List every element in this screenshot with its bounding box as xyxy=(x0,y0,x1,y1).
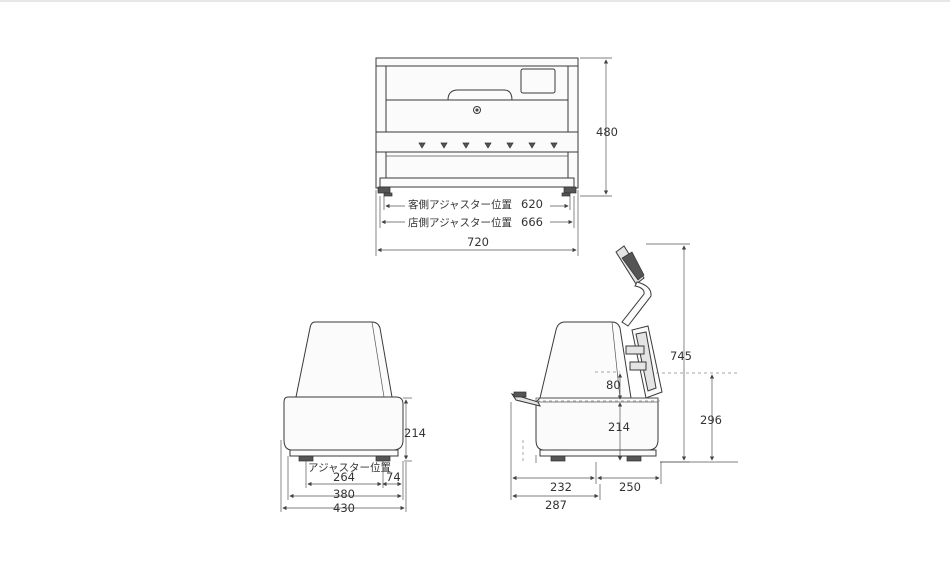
label-adjuster: アジャスター位置 xyxy=(308,461,391,474)
right-body xyxy=(535,397,659,451)
label-customer-adjuster: 客側アジャスター位置 xyxy=(408,198,512,211)
dim-front-width: 720 xyxy=(467,235,489,249)
vent-strip xyxy=(375,131,579,153)
display-arm xyxy=(621,281,652,327)
base-plate xyxy=(379,177,575,188)
dim-right-base-rear: 250 xyxy=(619,480,641,494)
dim-side-height: 214 xyxy=(404,426,426,440)
front-right-foot xyxy=(563,186,577,194)
dim-base-width: 380 xyxy=(333,487,355,501)
dim-right-body-height: 214 xyxy=(608,420,630,434)
label-store-adjuster: 店側アジャスター位置 xyxy=(408,216,512,229)
front-view: 480 客側アジャスター位置 620 店側アジャスター位置 666 720 xyxy=(375,57,618,256)
dim-total-depth: 430 xyxy=(333,501,355,515)
dim-right-offset: 80 xyxy=(606,378,621,392)
lock-icon xyxy=(473,106,481,114)
side-view: 214 アジャスター位置 264 74 380 430 xyxy=(280,321,426,515)
display-screen xyxy=(520,68,556,94)
handle xyxy=(447,89,513,101)
dim-right-total-depth: 287 xyxy=(545,498,567,512)
right-front-foot xyxy=(550,455,566,462)
left-post xyxy=(375,57,387,189)
right-rear-foot xyxy=(626,455,642,462)
right-view: 745 296 80 214 232 250 287 xyxy=(510,243,738,512)
dim-right-total-height: 745 xyxy=(670,349,692,363)
right-post xyxy=(567,57,579,189)
side-hood xyxy=(295,321,393,398)
side-base xyxy=(289,449,399,457)
middle-panel xyxy=(385,99,569,133)
side-body xyxy=(283,396,404,451)
lock-icon-core xyxy=(475,108,479,112)
top-frame xyxy=(375,57,579,67)
dim-right-base-front: 232 xyxy=(550,480,572,494)
dim-customer-adjuster: 620 xyxy=(521,197,543,211)
front-left-foot xyxy=(377,186,391,194)
dim-right-shelf-height: 296 xyxy=(700,413,722,427)
dim-adjuster-offset: 74 xyxy=(386,470,401,484)
dim-adjuster-spacing: 264 xyxy=(333,470,355,484)
dim-front-height: 480 xyxy=(596,125,618,139)
side-left-foot xyxy=(298,455,314,462)
right-base xyxy=(539,449,657,457)
vent-triangles xyxy=(418,142,558,149)
dim-store-adjuster: 666 xyxy=(521,215,543,229)
side-right-foot xyxy=(375,455,391,462)
